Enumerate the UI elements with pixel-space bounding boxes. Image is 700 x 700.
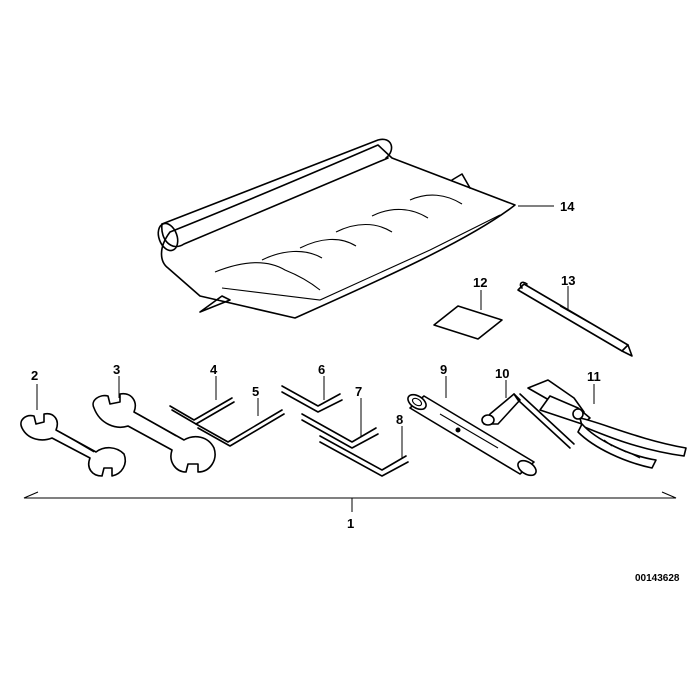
open-end-wrench-part-3[interactable] bbox=[92, 376, 216, 473]
hex-key-part-4[interactable] bbox=[169, 376, 235, 425]
screwdriver-part-13[interactable] bbox=[517, 281, 633, 357]
callout-8: 8 bbox=[396, 412, 403, 427]
tool-roll-part-14[interactable] bbox=[155, 138, 554, 319]
callout-4: 4 bbox=[210, 362, 218, 377]
open-end-wrench-part-2[interactable] bbox=[20, 384, 127, 477]
card-part-12[interactable] bbox=[433, 290, 503, 340]
socket-wrench-part-10[interactable] bbox=[481, 380, 575, 449]
callout-1: 1 bbox=[347, 516, 354, 531]
tool-kit-bracket-part-1 bbox=[23, 491, 677, 512]
callout-11: 11 bbox=[587, 369, 601, 384]
hex-key-part-5[interactable] bbox=[195, 398, 285, 447]
callout-9: 9 bbox=[440, 362, 447, 377]
callout-6: 6 bbox=[318, 362, 325, 377]
pliers-part-11[interactable] bbox=[527, 379, 687, 469]
callout-10: 10 bbox=[495, 366, 509, 381]
callout-3: 3 bbox=[113, 362, 120, 377]
hex-key-part-7[interactable] bbox=[301, 398, 379, 449]
hex-key-part-8[interactable] bbox=[319, 426, 409, 477]
spark-plug-wrench-part-9[interactable] bbox=[405, 376, 538, 478]
hex-key-part-6[interactable] bbox=[281, 376, 343, 413]
document-number: 00143628 bbox=[635, 573, 680, 584]
callout-2: 2 bbox=[31, 368, 38, 383]
callout-14: 14 bbox=[560, 199, 575, 214]
callout-12: 12 bbox=[473, 275, 487, 290]
callout-5: 5 bbox=[252, 384, 259, 399]
callout-7: 7 bbox=[355, 384, 362, 399]
callout-13: 13 bbox=[561, 273, 575, 288]
